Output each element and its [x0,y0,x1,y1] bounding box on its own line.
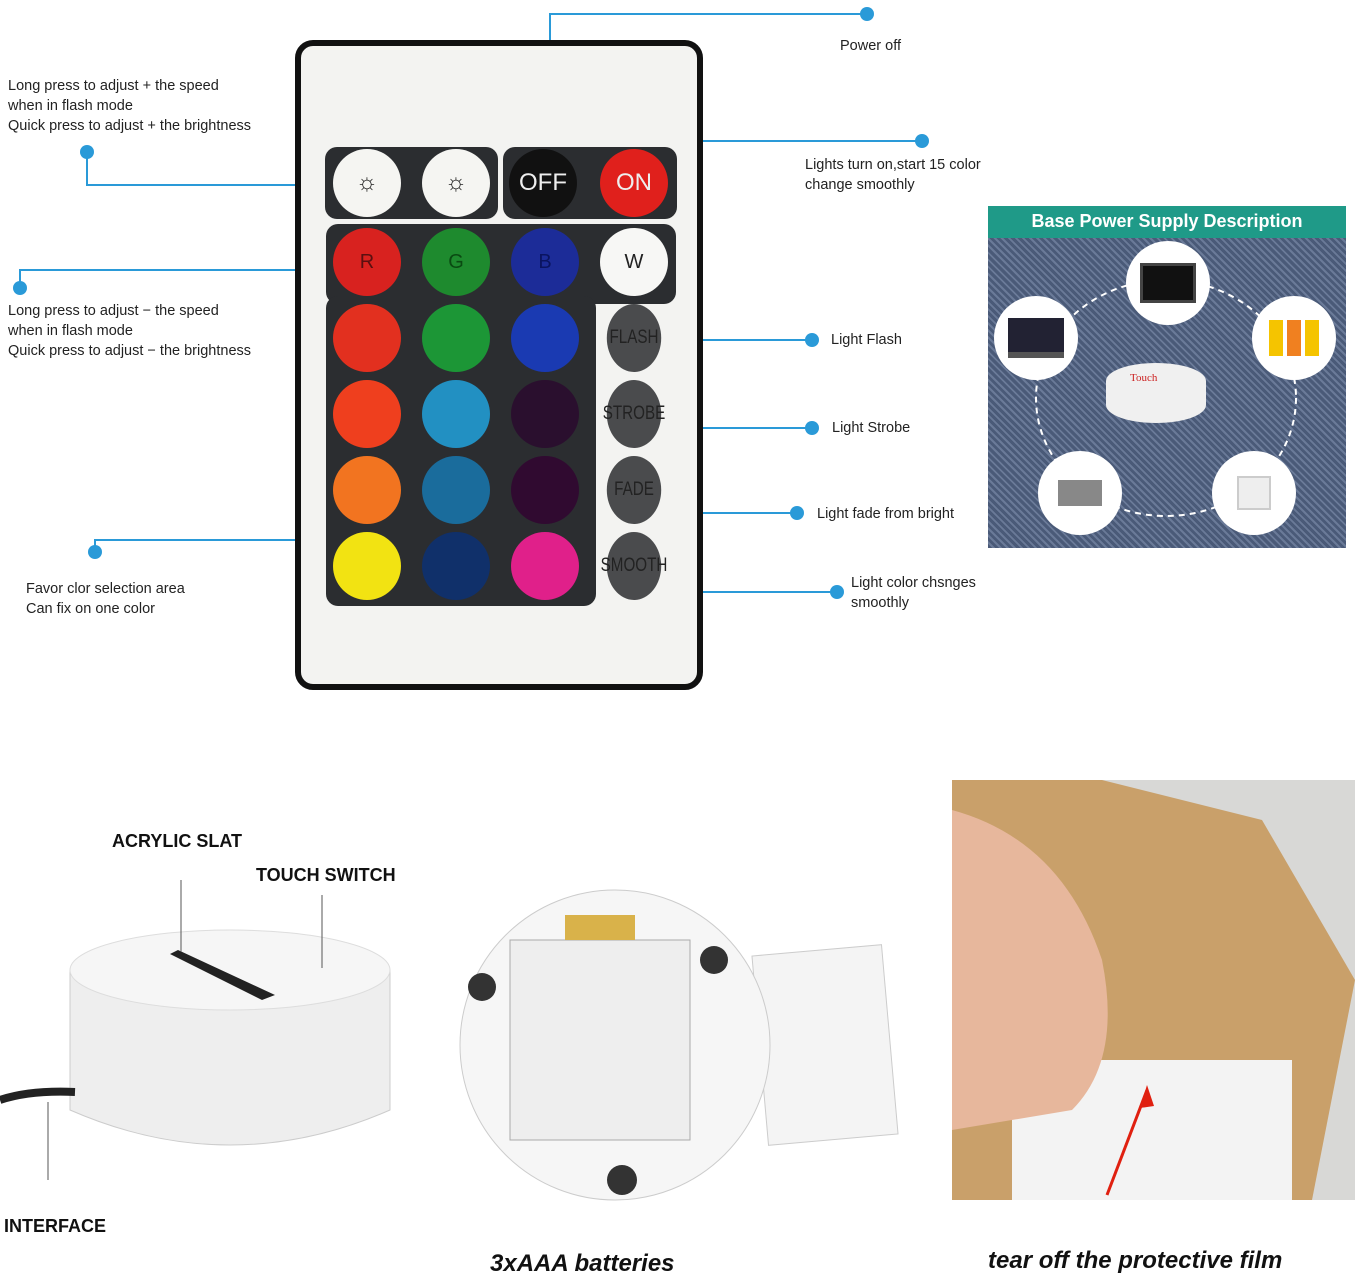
smooth-note: Light color chsnges smoothly [851,573,976,613]
strobe-button[interactable]: STROBE [603,380,665,448]
power-off-note: Power off [840,38,901,54]
color-button[interactable] [422,228,490,296]
lamp-base-image [1106,363,1206,423]
color-button[interactable] [511,228,579,296]
g-label: G [448,250,464,273]
film-caption: tear off the protective film [988,1247,1283,1274]
protective-film-image [952,780,1355,1200]
power-panel: Touch [988,238,1346,548]
flash-note: Light Flash [831,332,902,348]
note-line: change smoothly [805,177,915,193]
power-panel-title: Base Power Supply Description [988,206,1346,238]
smooth-button[interactable]: SMOOTH [601,532,667,600]
lights-on-note: Lights turn on,start 15 color change smoo… [805,155,981,195]
power-bank-icon [1038,451,1122,535]
sun-down-icon: ☼ [445,169,467,196]
off-button[interactable]: OFF [509,149,577,217]
color-button[interactable] [422,380,490,448]
battery-compartment-image [459,889,899,1201]
computer-icon [1126,241,1210,325]
wall-socket-icon [1212,451,1296,535]
note-line: Long press to adjust + the speed [8,78,219,94]
sun-up-icon: ☼ [356,169,378,196]
fade-note: Light fade from bright [817,506,955,522]
brightness-up-button[interactable]: ☼ [333,149,401,217]
note-line: when in flash mode [8,323,133,339]
lamp-base-image [0,880,391,1180]
note-line: Can fix on one color [26,601,155,617]
line-brightness-up [86,152,350,186]
note-line: Favor clor selection area [26,581,185,597]
touch-label: Touch [1130,372,1158,384]
color-button[interactable] [333,380,401,448]
brightness-down-note: Long press to adjust − the speed when in … [8,301,251,361]
batteries-caption: 3xAAA batteries [490,1250,675,1277]
note-line: Lights turn on,start 15 color [805,157,981,173]
on-button[interactable]: ON [600,149,668,217]
flash-button[interactable]: FLASH [606,304,662,372]
color-button[interactable] [333,532,401,600]
color-button[interactable] [511,532,579,600]
color-button[interactable] [511,456,579,524]
color-button[interactable] [333,228,401,296]
fade-button[interactable]: FADE [606,456,662,524]
w-button[interactable]: W [600,228,668,296]
note-line: smoothly [851,595,910,611]
color-button[interactable] [333,456,401,524]
brightness-up-note: Long press to adjust + the speed when in … [8,76,251,136]
acrylic-slat-label: ACRYLIC SLAT [112,831,242,851]
note-line: Light color chsnges [851,575,976,591]
touch-switch-label: TOUCH SWITCH [256,865,396,885]
note-line: Long press to adjust − the speed [8,303,219,319]
r-label: R [359,250,375,273]
interface-label: INTERFACE [4,1216,107,1236]
laptop-icon [994,296,1078,380]
color-button[interactable] [422,532,490,600]
color-button[interactable] [511,380,579,448]
line-favor [94,539,328,552]
color-button[interactable] [422,304,490,372]
color-button[interactable] [333,304,401,372]
color-button[interactable] [422,456,490,524]
note-line: Quick press to adjust − the brightness [8,343,252,359]
color-button[interactable] [511,304,579,372]
note-line: when in flash mode [8,98,133,114]
b-label: B [538,250,552,273]
battery-icon [1252,296,1336,380]
note-line: Quick press to adjust + the brightness [8,118,252,134]
strobe-note: Light Strobe [832,420,911,436]
brightness-down-button[interactable]: ☼ [422,149,490,217]
